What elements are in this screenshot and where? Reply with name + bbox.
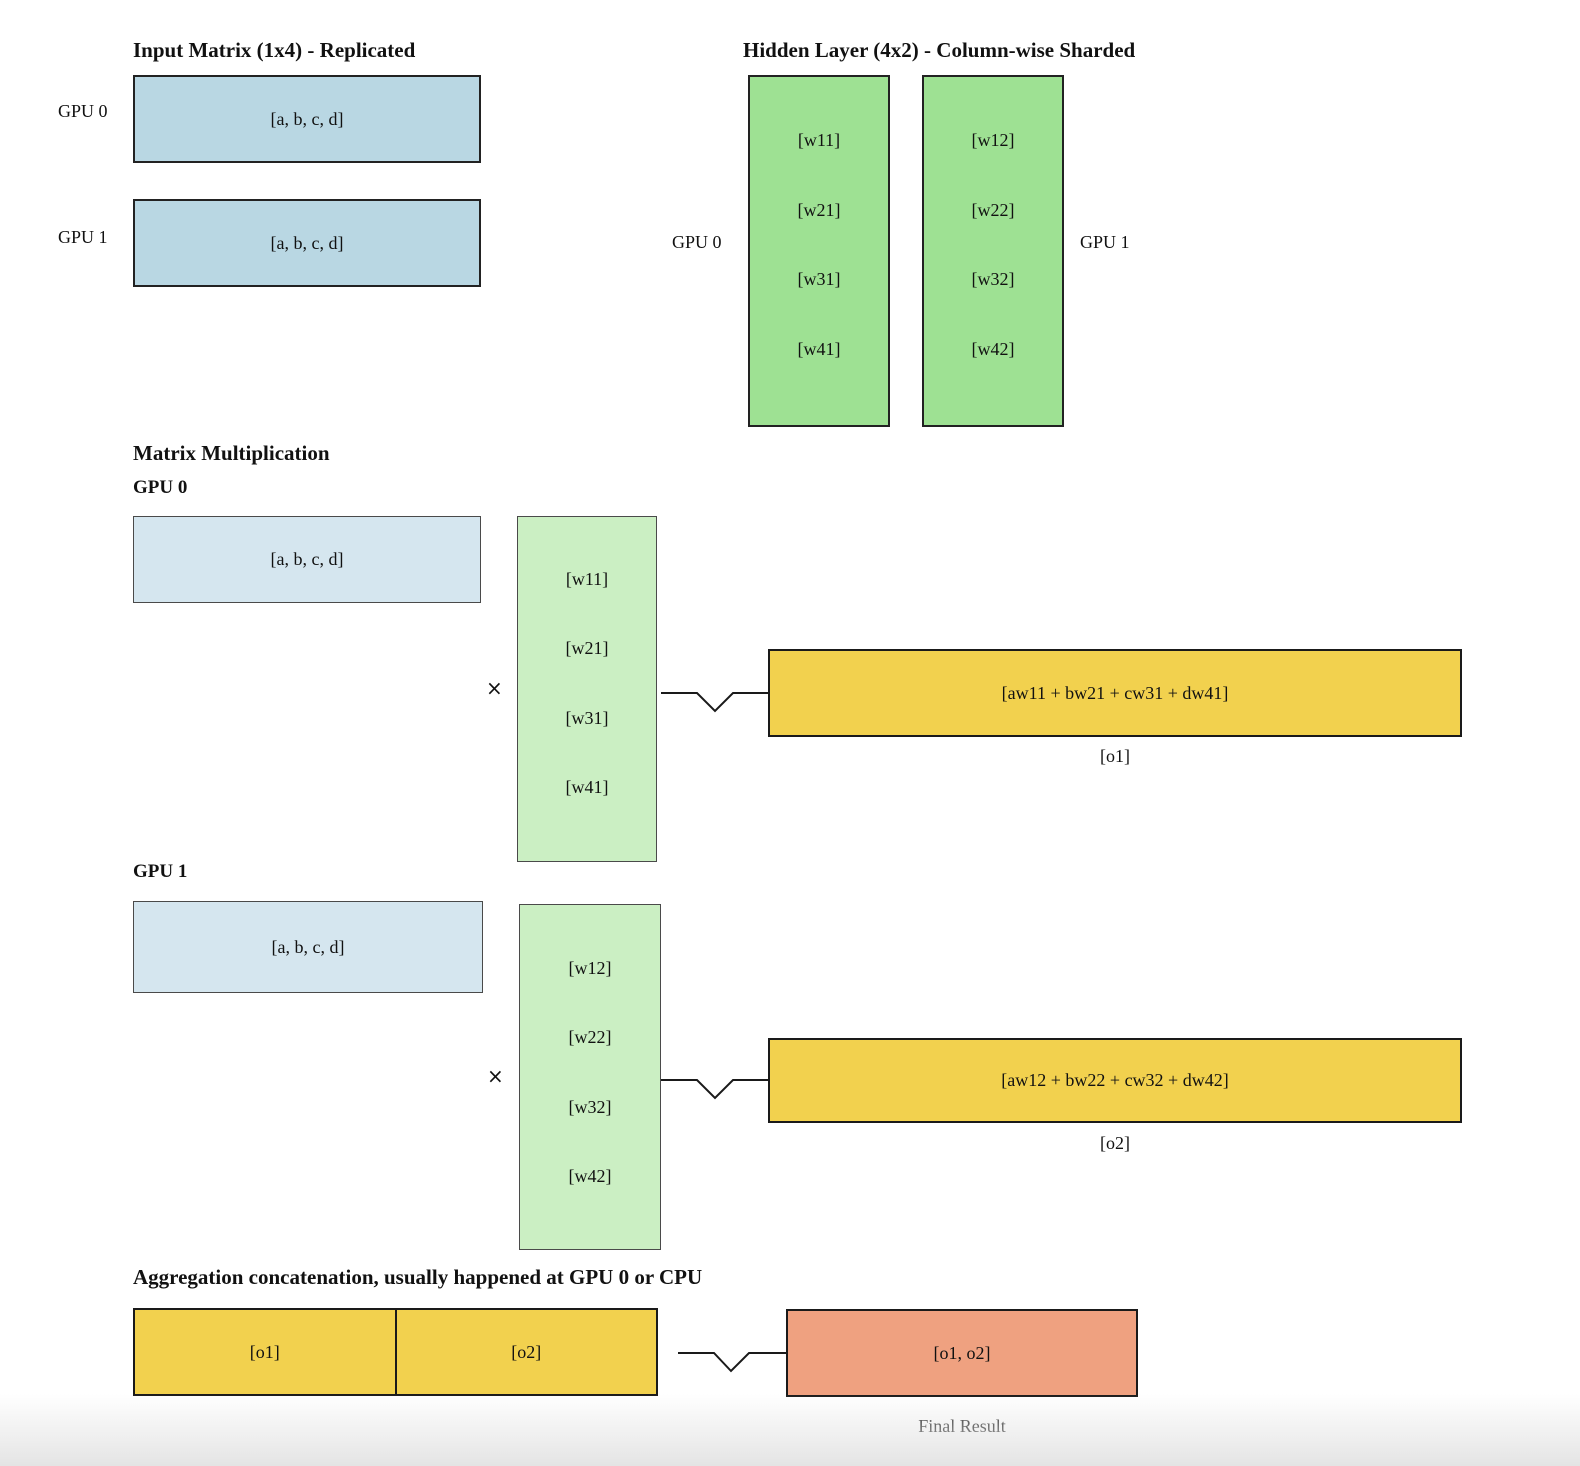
weight-cell: [w21] (797, 200, 841, 220)
connector-squiggle-final (678, 1352, 786, 1373)
connector-squiggle-gpu0 (661, 692, 768, 713)
matmul-gpu0-output-value: [aw11 + bw21 + cw31 + dw41] (1001, 682, 1229, 703)
weight-cell: [w41] (797, 339, 841, 359)
input-gpu1-label: GPU 1 (58, 227, 108, 247)
weight-cell: [w12] (971, 130, 1015, 150)
matmul-gpu0-output-box: [aw11 + bw21 + cw31 + dw41] (768, 649, 1462, 737)
weight-cell: [w31] (797, 269, 841, 289)
hidden-layer-title: Hidden Layer (4x2) - Column-wise Sharded (743, 38, 1136, 62)
weight-cell: [w31] (565, 708, 609, 728)
input-gpu0-label: GPU 0 (58, 101, 108, 121)
weight-cell: [w41] (565, 777, 609, 797)
matmul-gpu0-input-box: [a, b, c, d] (133, 516, 481, 603)
weight-cell: [w32] (568, 1097, 612, 1117)
connector-squiggle-gpu1 (661, 1079, 768, 1100)
multiply-operator: × (487, 1064, 504, 1088)
input-matrix-value-gpu1: [a, b, c, d] (270, 232, 344, 253)
final-result-box: [o1, o2] (786, 1309, 1138, 1397)
matmul-gpu0-input-value: [a, b, c, d] (270, 549, 344, 569)
weight-cell: [w32] (971, 269, 1015, 289)
weight-cell: [w22] (568, 1027, 612, 1047)
weight-cell: [w42] (971, 339, 1015, 359)
aggregation-concat-box: [o1] [o2] (133, 1308, 658, 1396)
matmul-gpu1-weight-box: [w12] [w22] [w32] [w42] (519, 904, 661, 1250)
input-matrix-title: Input Matrix (1x4) - Replicated (133, 38, 416, 62)
matmul-gpu1-output-box: [aw12 + bw22 + cw32 + dw42] (768, 1038, 1462, 1123)
final-result-caption: Final Result (918, 1416, 1006, 1436)
hidden-shard-box-gpu0: [w11] [w21] [w31] [w41] (748, 75, 890, 427)
matmul-gpu1-output-caption: [o2] (1100, 1133, 1130, 1153)
weight-cell: [w12] (568, 958, 612, 978)
matmul-title: Matrix Multiplication (133, 441, 330, 465)
matmul-gpu0-output-caption: [o1] (1100, 746, 1130, 766)
aggregation-cell-o1: [o1] (135, 1310, 397, 1394)
input-matrix-value-gpu0: [a, b, c, d] (270, 108, 344, 129)
weight-cell: [w22] (971, 200, 1015, 220)
weight-cell: [w11] (797, 130, 841, 150)
matmul-gpu0-weight-box: [w11] [w21] [w31] [w41] (517, 516, 657, 862)
aggregation-o1-value: [o1] (249, 1341, 280, 1362)
input-matrix-box-gpu1: [a, b, c, d] (133, 199, 481, 287)
weight-cell: [w42] (568, 1166, 612, 1186)
aggregation-o2-value: [o2] (511, 1341, 542, 1362)
matmul-gpu1-heading: GPU 1 (133, 861, 188, 882)
hidden-shard-box-gpu1: [w12] [w22] [w32] [w42] (922, 75, 1064, 427)
aggregation-title: Aggregation concatenation, usually happe… (133, 1265, 703, 1289)
hidden-gpu0-label: GPU 0 (672, 232, 722, 252)
weight-cell: [w21] (565, 638, 609, 658)
matmul-gpu1-input-value: [a, b, c, d] (271, 936, 345, 957)
input-matrix-box-gpu0: [a, b, c, d] (133, 75, 481, 163)
weight-cell: [w11] (565, 569, 609, 589)
matmul-gpu1-output-value: [aw12 + bw22 + cw32 + dw42] (1001, 1070, 1229, 1090)
aggregation-cell-o2: [o2] (397, 1310, 657, 1394)
hidden-gpu1-label: GPU 1 (1080, 232, 1130, 252)
final-result-value: [o1, o2] (933, 1342, 991, 1363)
matmul-gpu0-heading: GPU 0 (133, 477, 188, 498)
matmul-gpu1-input-box: [a, b, c, d] (133, 901, 483, 993)
multiply-operator: × (486, 676, 503, 700)
